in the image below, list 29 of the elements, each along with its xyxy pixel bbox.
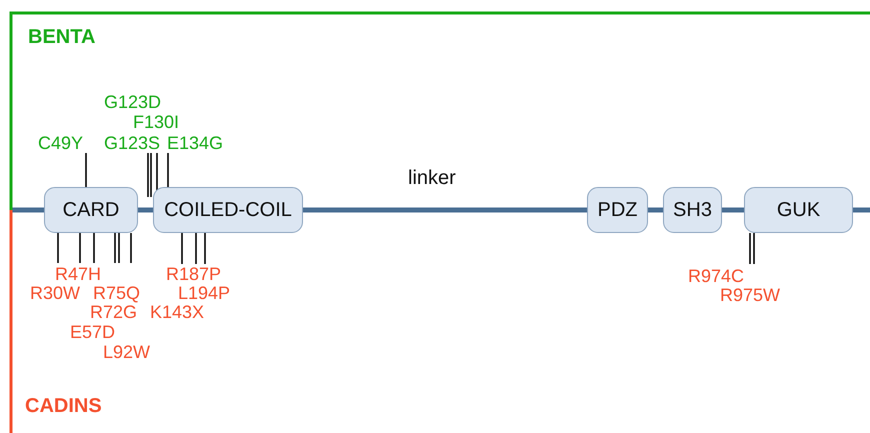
- mutation-label: G123D: [104, 92, 162, 112]
- mutation-label: E134G: [167, 133, 224, 153]
- mutation-label: K143X: [150, 302, 204, 322]
- domain-name: CARD: [62, 198, 120, 222]
- mutation-label: C49Y: [38, 133, 84, 153]
- domain-box: [744, 187, 853, 233]
- mutation-label: R75Q: [93, 283, 140, 303]
- mutation-label: R47H: [55, 264, 102, 284]
- mutation-label: F130I: [133, 112, 180, 132]
- domain-box: [587, 187, 648, 233]
- mutation-label: R30W: [30, 283, 80, 303]
- group-label: CADINS: [25, 396, 102, 416]
- mutation-label: R187P: [166, 264, 222, 284]
- mutation-label: G123S: [104, 133, 160, 153]
- domain-box: [663, 187, 722, 233]
- region-label: linker: [408, 168, 456, 188]
- domain-name: COILED-COIL: [164, 198, 292, 222]
- mutation-label: R974C: [688, 266, 744, 286]
- mutation-label: L92W: [103, 342, 150, 362]
- domain-box: [153, 187, 303, 233]
- mutation-label: E57D: [70, 322, 116, 342]
- domain-name: SH3: [673, 198, 712, 222]
- domain-name: GUK: [776, 198, 820, 222]
- mutation-label: L194P: [178, 283, 230, 303]
- mutation-label: R72G: [90, 302, 138, 322]
- domain-name: PDZ: [598, 198, 638, 222]
- group-label: BENTA: [28, 27, 96, 47]
- domain-box: [44, 187, 138, 233]
- mutation-label: R975W: [720, 285, 780, 305]
